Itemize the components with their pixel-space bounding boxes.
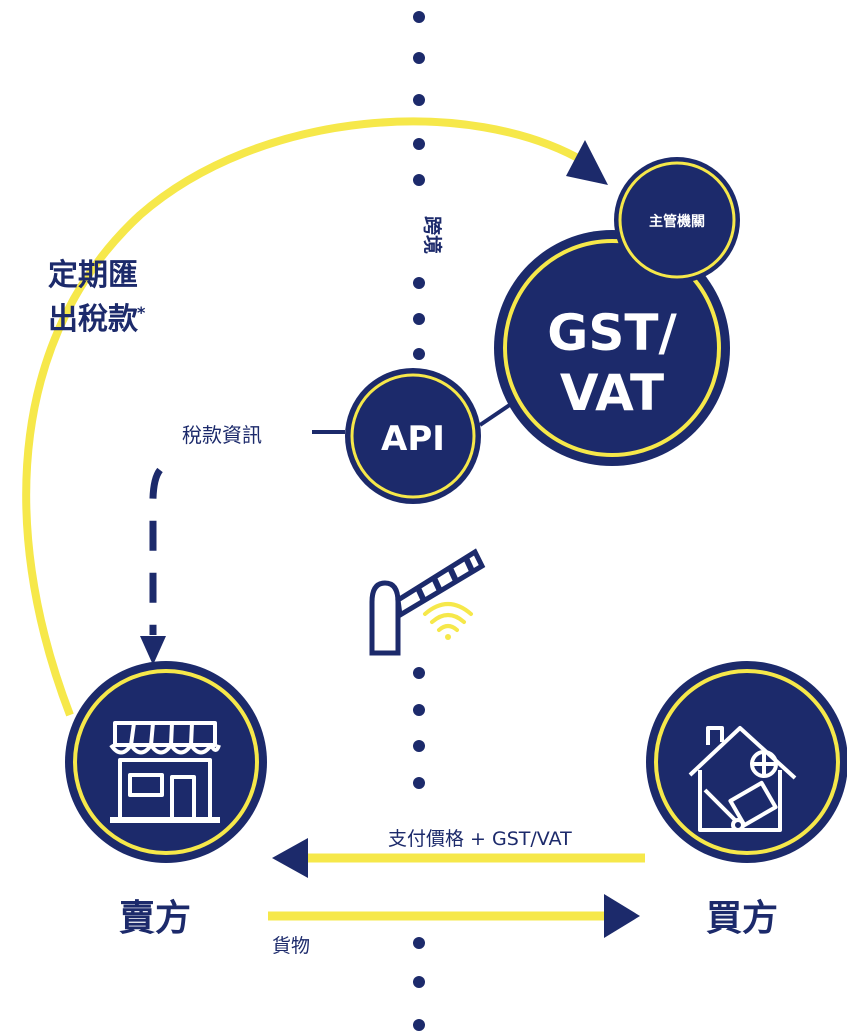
tax-info-arrowhead xyxy=(140,636,166,665)
wifi-signal-icon xyxy=(423,602,473,640)
gst-vat-node: GST/ VAT xyxy=(494,230,730,466)
gst-label-line1: GST/ xyxy=(547,304,677,362)
remittance-label-line1: 定期匯 xyxy=(48,258,138,293)
remittance-label-line2: 出稅款 xyxy=(48,302,139,337)
remittance-arc xyxy=(22,117,588,717)
border-label: 跨境 xyxy=(421,216,444,254)
seller-label: 賣方 xyxy=(119,898,191,939)
tax-info-label: 稅款資訊 xyxy=(182,423,262,447)
tax-info-dashed-arrow xyxy=(149,467,163,635)
payment-arrowhead xyxy=(272,838,308,878)
house-with-moving-box-icon xyxy=(688,726,797,832)
storefront-icon xyxy=(109,721,221,823)
remittance-asterisk: * xyxy=(137,303,146,322)
barrier-gate-icon xyxy=(369,548,486,656)
remittance-arrowhead xyxy=(566,140,608,185)
gst-label-line2: VAT xyxy=(560,364,664,422)
api-node: API xyxy=(345,368,481,504)
border-dotted-line xyxy=(413,11,425,1031)
buyer-label: 買方 xyxy=(706,898,778,939)
authority-label: 主管機關 xyxy=(649,213,705,230)
goods-arrowhead xyxy=(604,894,640,938)
authority-node: 主管機關 xyxy=(614,157,740,283)
goods-label: 貨物 xyxy=(272,935,310,957)
api-label: API xyxy=(381,419,445,459)
buyer-node xyxy=(646,661,847,863)
payment-label: 支付價格 + GST/VAT xyxy=(388,828,572,850)
